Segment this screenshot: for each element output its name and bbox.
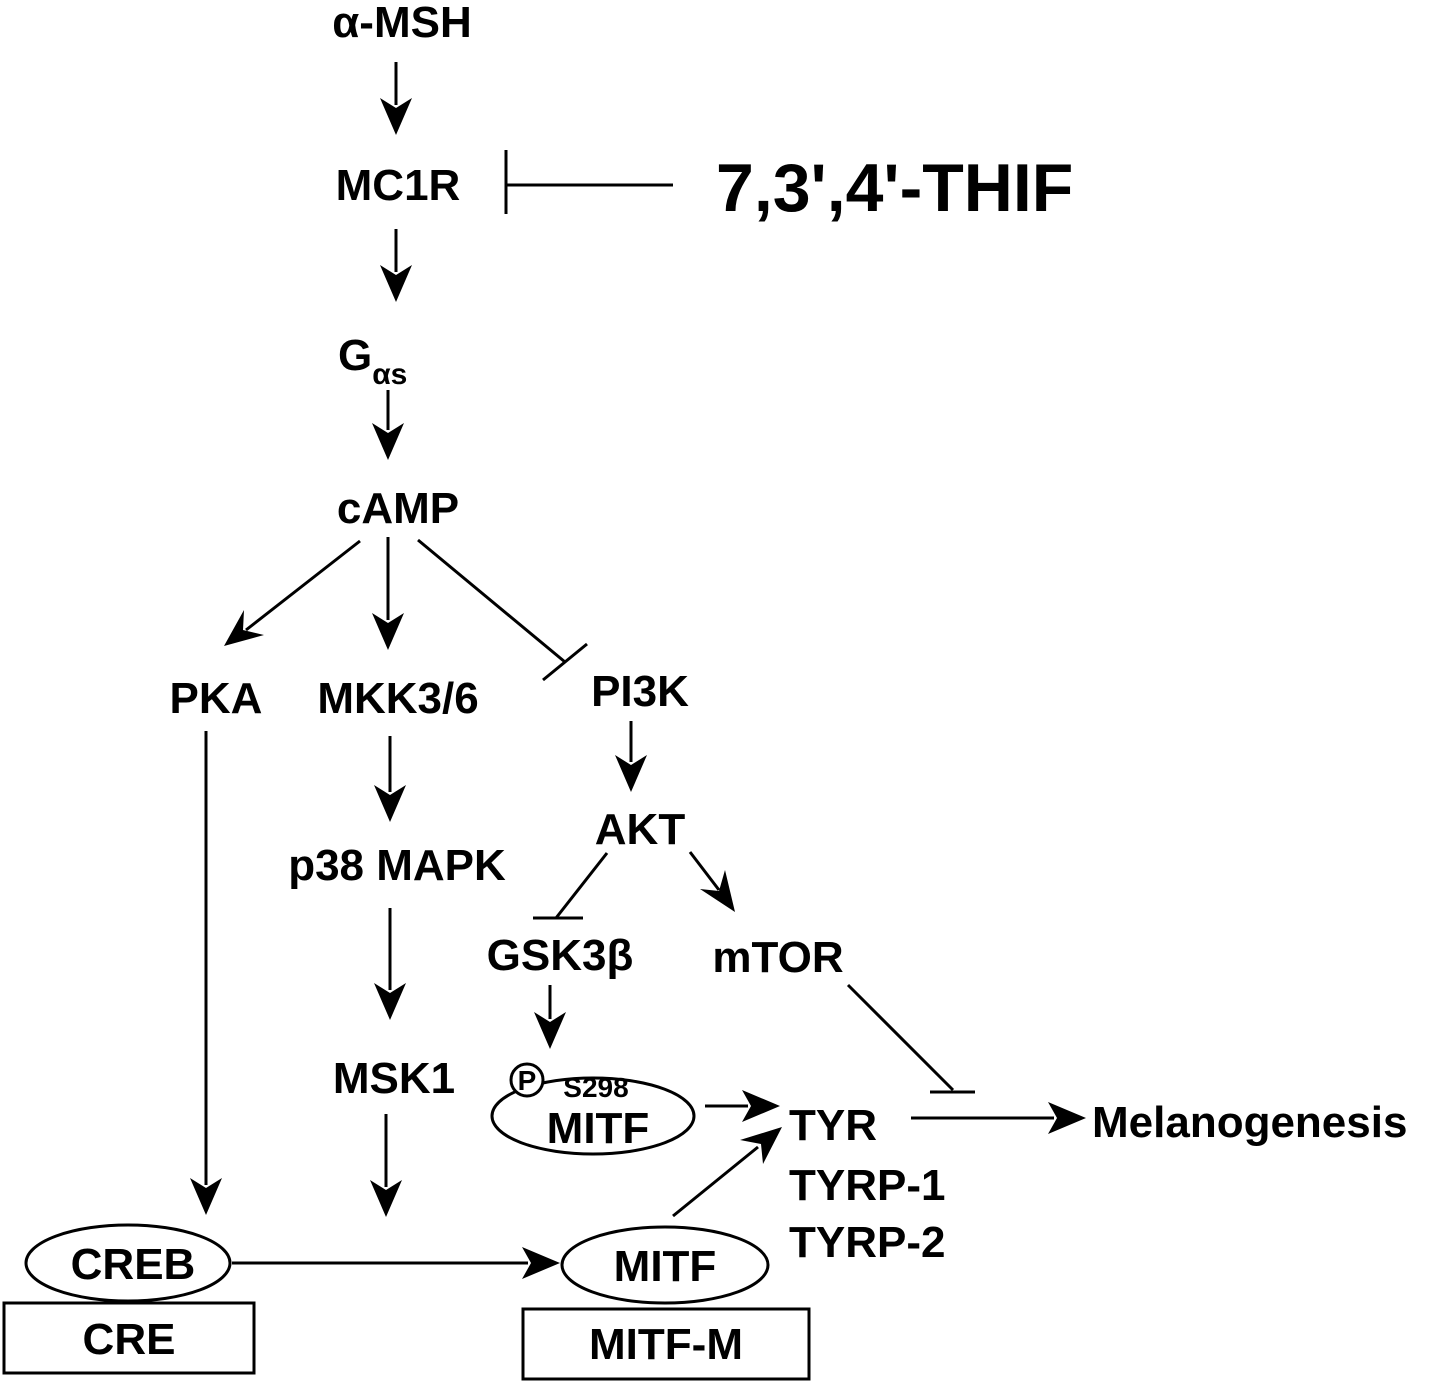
arrowhead-akt-mtor: [700, 870, 735, 912]
mkk-label: MKK3/6: [317, 674, 478, 723]
mc1r-label: MC1R: [336, 161, 461, 210]
tyrp2-label: TYRP-2: [789, 1218, 945, 1267]
arrow-camp-pka: [245, 539, 361, 632]
mitf-m-label: MITF-M: [589, 1320, 743, 1369]
p38-mapk-label: p38 MAPK: [288, 841, 506, 890]
arrowhead-gsk3b-pmitf: [534, 1012, 566, 1049]
creb-ellipse: [24, 1223, 232, 1303]
arrowhead-mc1r-gas: [380, 265, 412, 302]
akt-label: AKT: [595, 805, 686, 854]
pi3k-label: PI3K: [591, 667, 689, 716]
arrowhead-camp-pka: [224, 610, 264, 646]
arrow-akt-mtor: [688, 851, 721, 891]
thif-inhibitor-label: 7,3',4'-THIF: [716, 150, 1073, 226]
inhibit-bar-camp-pi3k: [542, 642, 588, 682]
melanogenesis-label: Melanogenesis: [1092, 1098, 1407, 1147]
gas-subscript: αs: [372, 358, 407, 391]
arrowhead-gas-camp: [372, 423, 404, 460]
arrowhead-pi3k-akt: [615, 755, 647, 792]
p-mitf-label: MITF: [547, 1104, 650, 1153]
camp-label: cAMP: [337, 484, 459, 533]
mtor-label: mTOR: [712, 933, 843, 982]
arrowhead-tyr-melanogenesis: [1048, 1102, 1086, 1134]
arrowhead-mitf-tyr: [740, 1127, 782, 1164]
arrowhead-creb-mitf: [522, 1247, 560, 1279]
arrowhead-p38-msk1: [374, 983, 406, 1020]
gas-main: G: [338, 331, 372, 380]
inhibit-akt-gsk3b: [554, 852, 609, 919]
arrowhead-camp-mkk: [372, 613, 404, 650]
alpha-msh-label: α-MSH: [332, 0, 471, 47]
phospho-circle: [509, 1062, 545, 1098]
arrowhead-mkk-p38: [374, 785, 406, 822]
pka-label: PKA: [170, 674, 263, 723]
arrow-mitf-tyr: [672, 1145, 759, 1218]
cre-box: [2, 1301, 256, 1375]
arrowhead-msk1-mitf: [370, 1180, 402, 1217]
tyr-label: TYR: [789, 1101, 877, 1150]
mitf-m-box: [521, 1307, 811, 1381]
mitf-label: MITF: [614, 1242, 717, 1291]
mitf-ellipse: [560, 1225, 770, 1305]
gsk3b-label: GSK3β: [487, 931, 634, 980]
tyrp1-label: TYRP-1: [789, 1161, 945, 1210]
s298-label: S298: [563, 1072, 628, 1103]
msk1-label: MSK1: [333, 1054, 455, 1103]
inhibit-camp-pi3k: [417, 538, 566, 664]
arrowhead-amsh-mc1r: [380, 98, 412, 135]
creb-label: CREB: [71, 1240, 196, 1289]
gas-label: Gαs: [338, 331, 407, 391]
arrowhead-pka-creb: [190, 1178, 222, 1215]
p-mitf-ellipse: [490, 1076, 696, 1156]
inhibit-mtor-melanogenesis: [846, 983, 955, 1092]
arrowhead-pmitf-tyr: [742, 1090, 780, 1122]
phospho-label: P: [518, 1065, 537, 1096]
cre-label: CRE: [83, 1315, 176, 1364]
